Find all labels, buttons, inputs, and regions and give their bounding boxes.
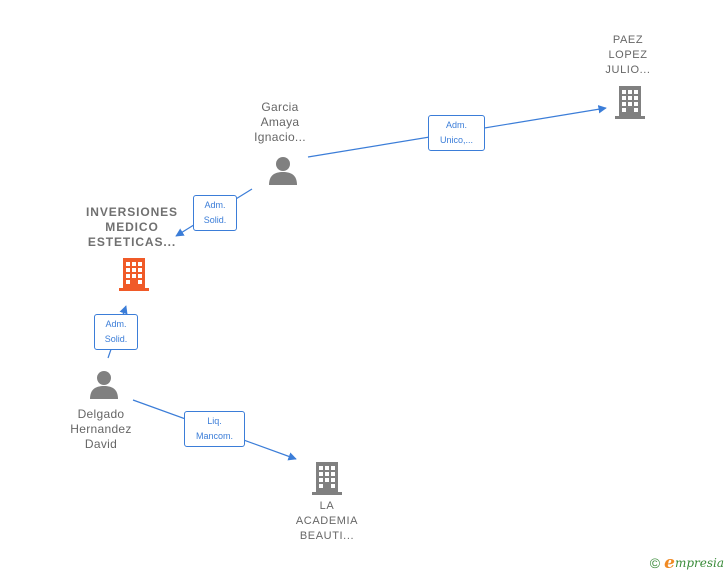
edge-label-delgado-main[interactable]: Adm. Solid.: [94, 314, 138, 350]
brand-logo-initial: e: [664, 553, 675, 573]
node-label-main-company[interactable]: INVERSIONES MEDICO ESTETICAS...: [86, 205, 178, 249]
building-icon[interactable]: [311, 460, 343, 496]
node-label-delgado[interactable]: Delgado Hernandez David: [70, 407, 132, 451]
copyright-symbol: ©: [649, 555, 661, 571]
node-label-academia[interactable]: LA ACADEMIA BEAUTI...: [295, 500, 359, 542]
node-label-garcia[interactable]: Garcia Amaya Ignacio...: [254, 100, 306, 144]
person-icon[interactable]: [267, 155, 299, 187]
edge-label-garcia-main[interactable]: Adm. Solid.: [193, 195, 237, 231]
building-icon[interactable]: [614, 84, 646, 120]
person-icon[interactable]: [88, 369, 120, 401]
brand-footer: © e mpresia: [649, 553, 724, 573]
edge-label-delgado-academia[interactable]: Liq. Mancom.: [184, 411, 245, 447]
edge-label-garcia-paez[interactable]: Adm. Unico,...: [428, 115, 485, 151]
brand-logo-text: mpresia: [674, 556, 724, 570]
building-icon[interactable]: [118, 256, 150, 292]
node-label-paez[interactable]: PAEZ LOPEZ JULIO...: [605, 34, 651, 76]
